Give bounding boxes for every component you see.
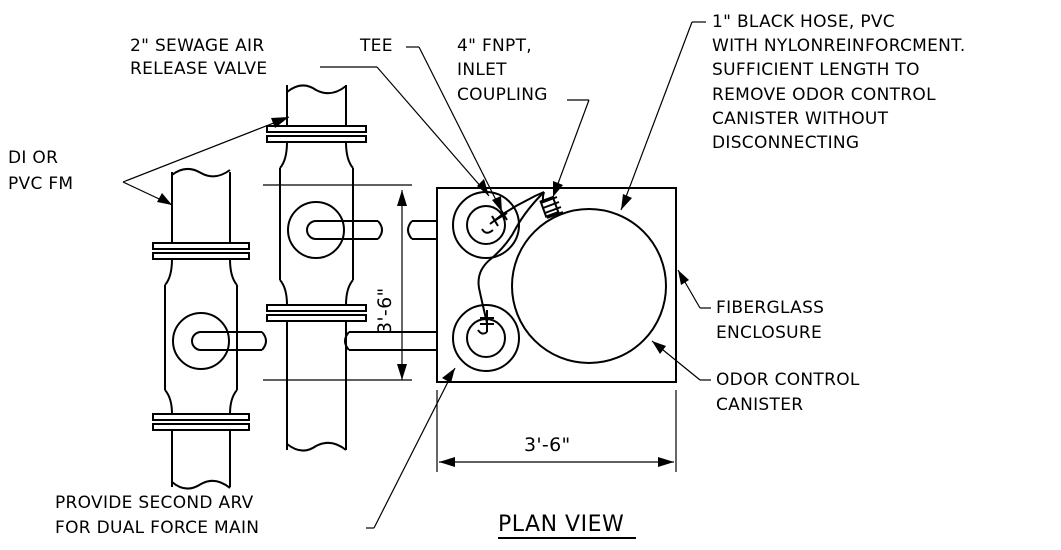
inlet-pipe-stubs	[344, 220, 437, 351]
svg-text:ODOR CONTROL: ODOR CONTROL	[716, 370, 860, 390]
svg-text:FIBERGLASS: FIBERGLASS	[716, 298, 824, 318]
svg-text:RELEASE VALVE: RELEASE VALVE	[130, 59, 267, 79]
inlet-coupling	[539, 195, 564, 219]
svg-text:CANISTER: CANISTER	[716, 395, 803, 415]
plan-view-title: PLAN VIEW	[498, 512, 636, 539]
fiberglass-label: FIBERGLASS ENCLOSURE	[716, 298, 824, 343]
svg-text:REMOVE ODOR CONTROL: REMOVE ODOR CONTROL	[712, 85, 936, 105]
black-hose-label: 1" BLACK HOSE, PVC WITH NYLONREINFORCMEN…	[712, 12, 966, 153]
svg-text:PVC FM: PVC FM	[8, 174, 73, 194]
svg-text:1" BLACK HOSE, PVC: 1" BLACK HOSE, PVC	[712, 12, 895, 32]
svg-text:2" SEWAGE AIR: 2" SEWAGE AIR	[130, 36, 264, 56]
height-dimension	[397, 190, 407, 380]
svg-text:PLAN VIEW: PLAN VIEW	[498, 512, 624, 537]
svg-text:WITH NYLONREINFORCMENT.: WITH NYLONREINFORCMENT.	[712, 36, 966, 56]
width-dimension	[439, 457, 674, 467]
svg-text:ENCLOSURE: ENCLOSURE	[716, 323, 822, 343]
second-arv-label: PROVIDE SECOND ARV FOR DUAL FORCE MAIN	[55, 493, 259, 538]
svg-text:DISCONNECTING: DISCONNECTING	[712, 133, 859, 153]
force-main-pipe-left	[152, 168, 267, 490]
height-dimension-label: 3'-6"	[374, 288, 396, 335]
force-main-label: DI OR PVC FM	[8, 148, 73, 194]
svg-text:COUPLING: COUPLING	[457, 85, 548, 105]
leader-lines	[122, 21, 711, 529]
svg-text:SUFFICIENT LENGTH TO: SUFFICIENT LENGTH TO	[712, 60, 920, 80]
odor-canister-label: ODOR CONTROL CANISTER	[716, 370, 860, 415]
svg-text:PROVIDE SECOND ARV: PROVIDE SECOND ARV	[55, 493, 254, 513]
svg-text:4" FNPT,: 4" FNPT,	[457, 36, 532, 56]
width-dimension-label: 3'-6"	[524, 434, 571, 456]
force-main-pipe-right	[266, 84, 383, 452]
sewage-valve-label: 2" SEWAGE AIR RELEASE VALVE	[130, 36, 267, 79]
svg-text:INLET: INLET	[457, 60, 507, 80]
black-hose	[477, 191, 551, 335]
svg-text:DI OR: DI OR	[8, 148, 58, 168]
tee-label: TEE	[359, 36, 393, 56]
inlet-coupling-label: 4" FNPT, INLET COUPLING	[457, 36, 548, 105]
svg-text:FOR DUAL FORCE MAIN: FOR DUAL FORCE MAIN	[55, 518, 259, 538]
air-release-valve-upper	[452, 191, 520, 259]
odor-control-canister	[511, 208, 667, 364]
svg-text:CANISTER WITHOUT: CANISTER WITHOUT	[712, 109, 889, 129]
